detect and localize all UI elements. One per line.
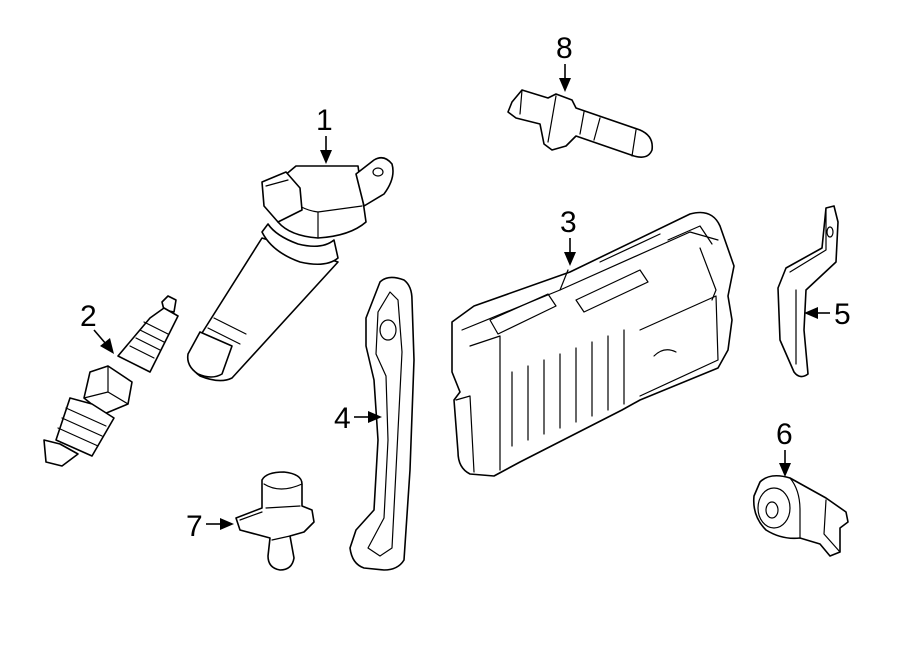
svg-text:7: 7 — [186, 510, 203, 543]
part-bracket-long[interactable] — [349, 276, 415, 571]
svg-text:1: 1 — [316, 104, 333, 137]
part-bracket-small[interactable] — [777, 205, 839, 378]
callout-6: 6 — [776, 418, 793, 477]
callout-1: 1 — [316, 104, 333, 164]
svg-text:2: 2 — [80, 300, 97, 333]
svg-text:3: 3 — [560, 206, 577, 239]
svg-text:8: 8 — [556, 32, 573, 65]
part-engine-control-module[interactable] — [451, 211, 735, 477]
callout-7: 7 — [186, 510, 234, 543]
callout-8: 8 — [556, 32, 573, 92]
part-knock-sensor[interactable] — [752, 474, 849, 557]
part-crankshaft-sensor[interactable] — [507, 89, 654, 158]
callout-3: 3 — [560, 206, 577, 266]
part-camshaft-sensor[interactable] — [235, 471, 315, 571]
callout-4: 4 — [334, 402, 382, 435]
svg-text:4: 4 — [334, 402, 351, 435]
part-spark-plug[interactable] — [43, 295, 179, 467]
part-ignition-coil[interactable] — [186, 156, 394, 382]
svg-text:5: 5 — [834, 298, 851, 331]
callout-2: 2 — [80, 300, 114, 354]
svg-text:6: 6 — [776, 418, 793, 451]
callout-5: 5 — [804, 298, 851, 331]
